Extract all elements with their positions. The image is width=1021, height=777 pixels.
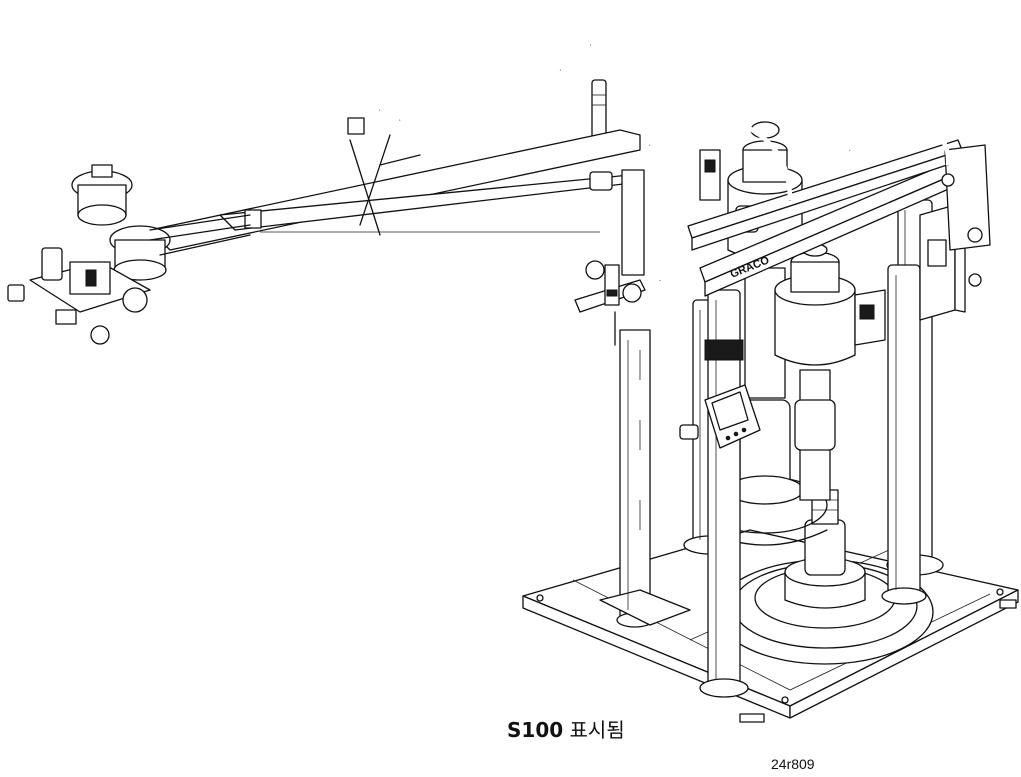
boom-support-column <box>599 169 691 628</box>
front-ram-posts <box>699 264 927 698</box>
figure-number: 24r809 <box>771 756 815 772</box>
front-pump-a <box>774 243 886 501</box>
dispense-valve-assembly <box>7 164 251 345</box>
drum-follower-plate <box>702 476 934 665</box>
fluid-hoses <box>378 35 951 281</box>
caption-model: S100 <box>507 718 564 742</box>
figure-caption: S100 표시됨 <box>507 714 625 743</box>
caption-suffix: 표시됨 <box>569 718 625 742</box>
right-control-panel <box>919 144 991 321</box>
gauge-manifold <box>574 260 646 346</box>
boom-arm <box>149 117 641 251</box>
advanced-display-module <box>679 384 761 449</box>
